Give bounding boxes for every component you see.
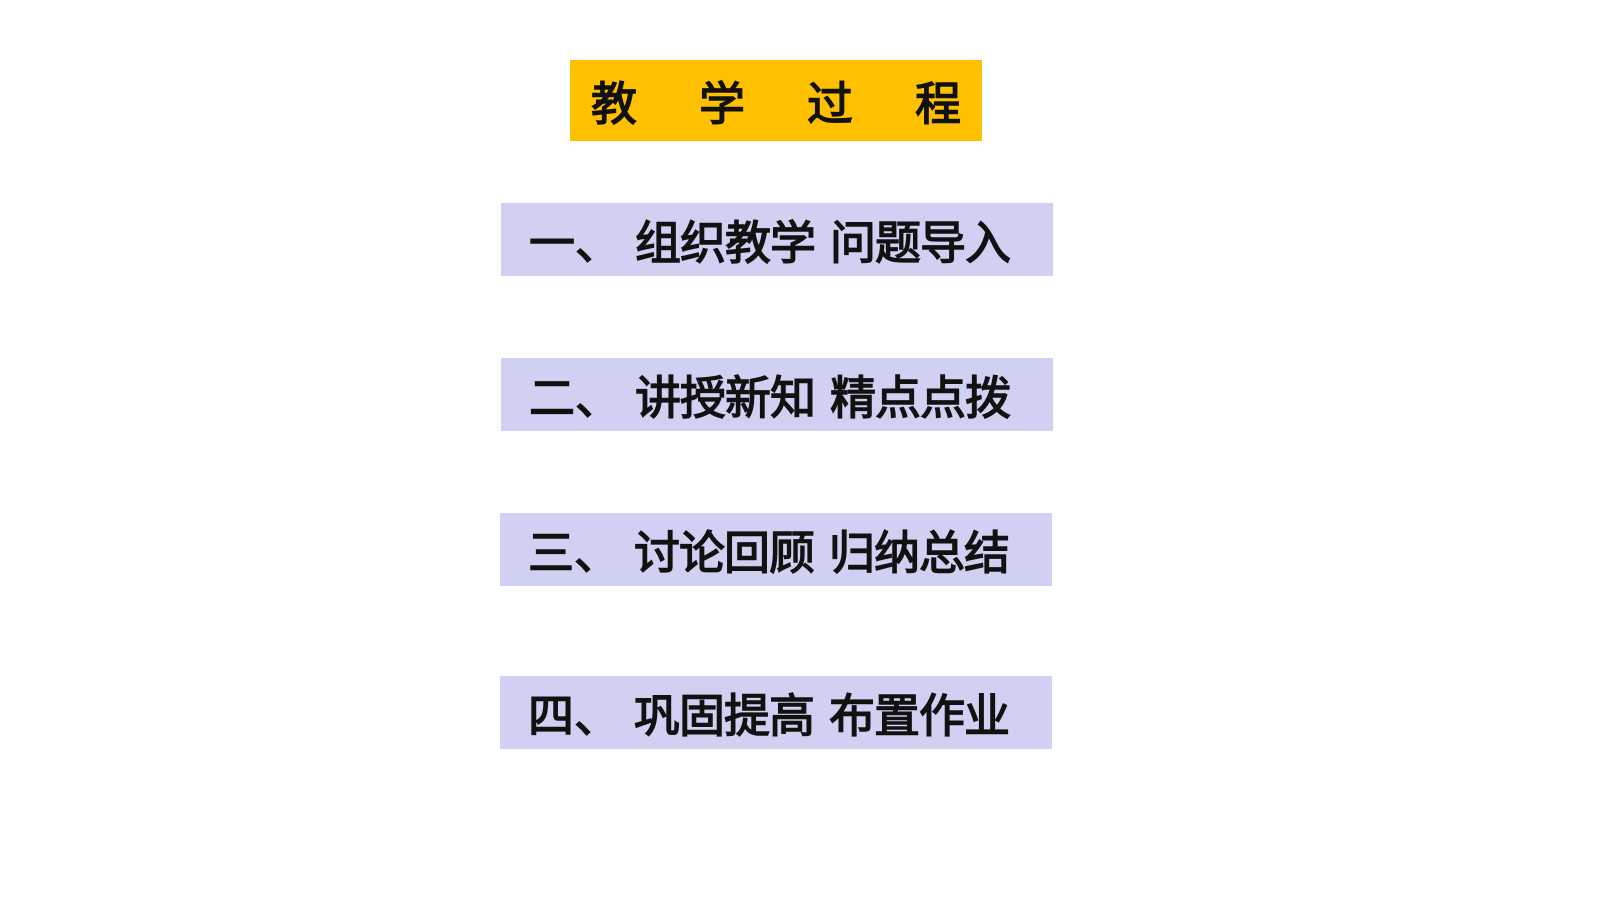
- step-separator: 、: [575, 215, 621, 270]
- step-separator: 、: [575, 370, 621, 425]
- step-number: 四: [528, 688, 574, 743]
- step-number: 一: [529, 215, 575, 270]
- step-separator: 、: [574, 525, 620, 580]
- step-text: 讨论回顾 归纳总结: [634, 525, 1010, 580]
- step-number: 二: [529, 370, 575, 425]
- step-text: 巩固提高 布置作业: [634, 688, 1010, 743]
- title-banner: 教学过程: [570, 60, 982, 141]
- step-text: 讲授新知 精点点拨: [635, 370, 1011, 425]
- step-item-2: 二 、 讲授新知 精点点拨: [501, 358, 1053, 431]
- step-separator: 、: [574, 688, 620, 743]
- step-item-4: 四 、 巩固提高 布置作业: [500, 676, 1052, 749]
- step-item-1: 一 、 组织教学 问题导入: [501, 203, 1053, 276]
- step-item-3: 三 、 讨论回顾 归纳总结: [500, 513, 1052, 586]
- step-number: 三: [528, 525, 574, 580]
- page-title: 教学过程: [591, 76, 1023, 131]
- step-text: 组织教学 问题导入: [635, 215, 1011, 270]
